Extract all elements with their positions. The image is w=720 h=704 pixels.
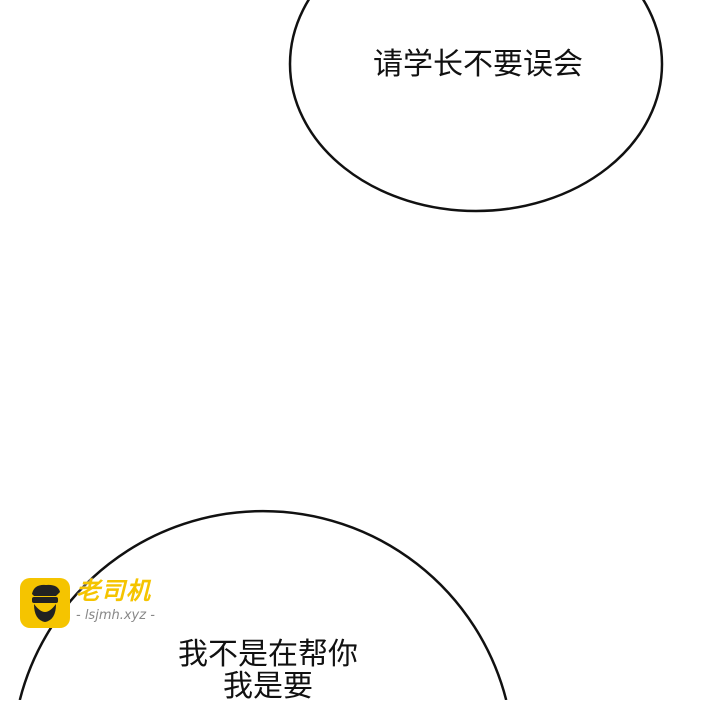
bubble-text-bottom-line1: 我不是在帮你 [178, 637, 358, 672]
speech-bubble-top [288, 0, 664, 213]
watermark-site: - lsjmh.xyz - [76, 608, 155, 623]
watermark-brand: 老司机 [76, 577, 151, 605]
bubble-text-bottom-line2: 我是要 [223, 669, 313, 704]
bubble-text-top: 请学长不要误会 [373, 47, 583, 82]
watermark-logo-icon [20, 578, 70, 628]
